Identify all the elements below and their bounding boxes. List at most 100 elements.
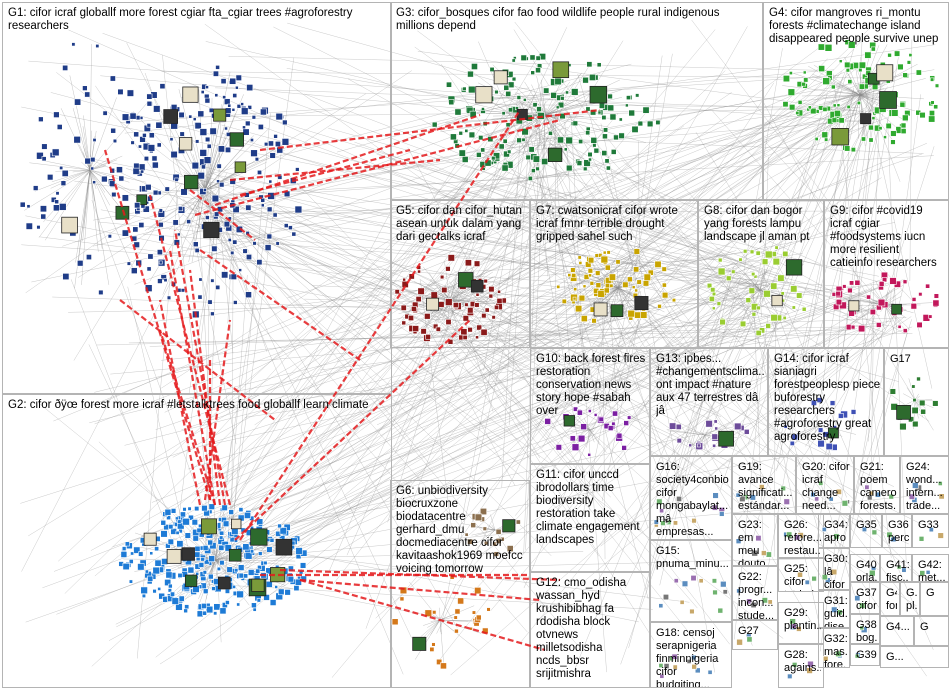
node-g1[interactable] [236, 75, 242, 81]
node-g15[interactable] [720, 581, 726, 587]
node-g1[interactable] [133, 168, 139, 174]
node-g1[interactable] [134, 132, 139, 137]
node-g2[interactable] [166, 572, 172, 578]
node-g2[interactable] [280, 528, 287, 535]
avatar-node-g7[interactable] [594, 303, 607, 316]
node-g1[interactable] [153, 190, 158, 195]
node-g2[interactable] [243, 574, 247, 578]
node-g4[interactable] [825, 44, 832, 51]
node-g12[interactable] [454, 616, 458, 620]
node-g2[interactable] [294, 585, 299, 590]
node-g2[interactable] [288, 576, 294, 582]
node-g15[interactable] [680, 600, 684, 604]
node-g9[interactable] [870, 309, 875, 314]
node-g2[interactable] [193, 536, 199, 542]
node-g5[interactable] [453, 302, 458, 307]
node-g15[interactable] [712, 579, 717, 584]
node-g2[interactable] [206, 606, 213, 613]
node-g1[interactable] [91, 167, 94, 170]
node-g28[interactable] [808, 661, 814, 667]
node-g11[interactable] [465, 533, 468, 536]
node-g4[interactable] [796, 111, 799, 114]
node-g1[interactable] [77, 260, 83, 266]
node-g1[interactable] [265, 245, 271, 251]
node-g30[interactable] [822, 574, 827, 579]
node-g14[interactable] [818, 440, 825, 447]
node-g1[interactable] [233, 240, 237, 244]
node-g15[interactable] [723, 590, 727, 594]
node-g3[interactable] [608, 94, 613, 99]
node-g9[interactable] [890, 278, 897, 285]
node-g15[interactable] [682, 581, 688, 587]
node-g3[interactable] [465, 129, 468, 132]
node-g2[interactable] [178, 573, 182, 577]
node-g12[interactable] [476, 615, 481, 620]
node-g1[interactable] [74, 136, 81, 143]
node-g13[interactable] [715, 427, 718, 430]
node-g1[interactable] [74, 99, 80, 105]
avatar-node-g2[interactable] [251, 529, 267, 545]
node-g11[interactable] [475, 514, 482, 521]
node-g1[interactable] [205, 86, 208, 89]
node-g22[interactable] [762, 598, 768, 604]
node-g8[interactable] [766, 323, 771, 328]
node-g4[interactable] [869, 138, 873, 142]
node-g8[interactable] [775, 246, 778, 249]
node-g1[interactable] [201, 165, 205, 169]
node-g7[interactable] [605, 265, 610, 270]
node-g1[interactable] [178, 206, 182, 210]
node-g1[interactable] [292, 232, 296, 236]
node-g8[interactable] [783, 316, 786, 319]
node-g7[interactable] [607, 251, 611, 255]
node-g2[interactable] [184, 609, 188, 613]
avatar-node-g3[interactable] [494, 71, 507, 84]
node-g1[interactable] [147, 123, 151, 127]
node-g8[interactable] [792, 306, 795, 309]
node-g23[interactable] [761, 551, 766, 556]
node-g5[interactable] [463, 335, 467, 339]
node-g10[interactable] [545, 418, 551, 424]
node-g16[interactable] [692, 518, 697, 523]
node-g5[interactable] [402, 321, 406, 325]
node-g3[interactable] [602, 150, 607, 155]
node-g14[interactable] [792, 434, 798, 440]
node-g10[interactable] [556, 444, 562, 450]
node-g17[interactable] [912, 407, 918, 413]
node-g7[interactable] [610, 284, 613, 287]
node-g3[interactable] [469, 132, 475, 138]
node-g3[interactable] [523, 98, 526, 101]
node-g23[interactable] [766, 552, 771, 557]
node-g9[interactable] [843, 285, 847, 289]
node-g2[interactable] [214, 604, 220, 610]
node-g2[interactable] [237, 603, 240, 606]
node-g1[interactable] [230, 251, 234, 255]
node-g3[interactable] [638, 121, 643, 126]
node-g1[interactable] [237, 104, 241, 108]
node-g3[interactable] [476, 152, 481, 157]
avatar-node-g2[interactable] [167, 549, 181, 563]
node-g3[interactable] [629, 110, 635, 116]
node-g3[interactable] [611, 149, 616, 154]
node-g8[interactable] [764, 290, 771, 297]
node-g17[interactable] [921, 409, 926, 414]
node-g3[interactable] [560, 96, 564, 100]
node-g4[interactable] [898, 64, 904, 70]
node-g1[interactable] [72, 43, 75, 46]
node-g9[interactable] [917, 322, 923, 328]
node-g4[interactable] [901, 129, 906, 134]
node-g13[interactable] [697, 444, 700, 447]
node-g5[interactable] [440, 275, 444, 279]
node-g2[interactable] [183, 507, 187, 511]
node-g5[interactable] [461, 329, 467, 335]
node-g4[interactable] [822, 132, 828, 138]
node-g1[interactable] [96, 44, 99, 47]
node-g27[interactable] [737, 639, 743, 645]
node-g10[interactable] [624, 421, 629, 426]
node-g4[interactable] [837, 104, 840, 107]
node-g2[interactable] [258, 552, 262, 556]
node-g13[interactable] [712, 444, 715, 447]
node-g8[interactable] [771, 314, 778, 321]
node-g5[interactable] [421, 329, 427, 335]
node-g5[interactable] [418, 270, 421, 273]
node-g2[interactable] [244, 512, 250, 518]
